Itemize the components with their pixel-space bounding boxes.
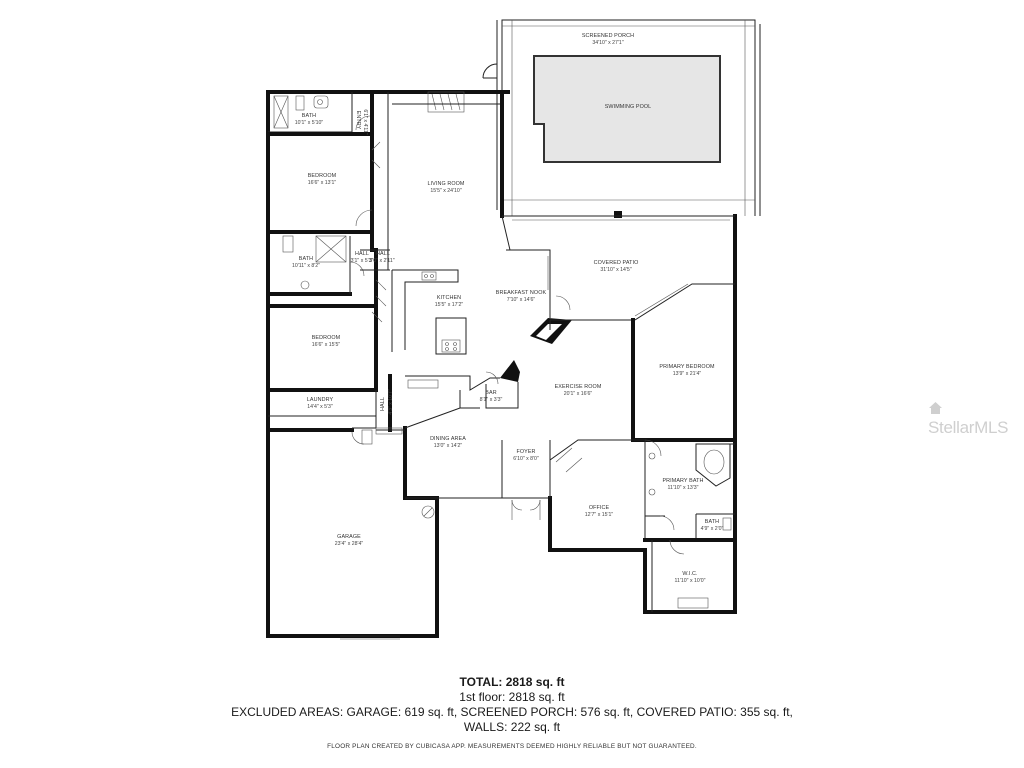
house-icon (929, 402, 942, 414)
label-bath-mid: BATH (299, 256, 313, 262)
room-labels: SCREENED PORCH 34'10" x 27'1" SWIMMING P… (292, 33, 724, 584)
dim-entry: 6'1" x 4'11" (362, 109, 368, 134)
dim-laundry: 14'4" x 5'3" (307, 404, 333, 410)
dim-living-room: 15'5" x 24'10" (430, 188, 461, 194)
patio-area (501, 215, 735, 321)
interior-walls (266, 90, 405, 445)
dim-bedroom-bottom: 16'6" x 15'5" (312, 342, 341, 348)
label-hall-c: HALL (380, 397, 386, 411)
label-laundry: LAUNDRY (307, 397, 334, 403)
dim-hall-b: 3'0" x 2'11" (369, 258, 394, 264)
label-covered-patio: COVERED PATIO (594, 260, 639, 266)
label-wic: W.I.C. (682, 571, 697, 577)
label-hall-a: HALL (355, 251, 369, 257)
summary-first-floor: 1st floor: 2818 sq. ft (459, 690, 565, 704)
label-hall-b: HALL (376, 251, 390, 257)
label-dining-area: DINING AREA (430, 436, 466, 442)
dim-primary-bedroom: 13'9" x 21'4" (673, 371, 702, 377)
dim-covered-patio: 31'10" x 14'5" (600, 267, 631, 273)
label-entry: ENTRY (355, 111, 361, 130)
dim-dining-area: 13'0" x 14'2" (434, 443, 463, 449)
summary-total: TOTAL: 2818 sq. ft (459, 675, 565, 689)
label-bar: BAR (485, 390, 496, 396)
dim-garage: 23'4" x 28'4" (335, 541, 364, 547)
label-office: OFFICE (589, 505, 610, 511)
summary-excluded-areas: EXCLUDED AREAS: GARAGE: 619 sq. ft, SCRE… (231, 705, 793, 719)
dim-bath-top: 10'1" x 5'10" (295, 120, 324, 126)
dim-exercise-room: 20'1" x 16'6" (564, 391, 593, 397)
label-primary-bath: PRIMARY BATH (662, 478, 703, 484)
dim-bedroom-top: 16'6" x 13'1" (308, 180, 337, 186)
watermark-text: StellarMLS (928, 418, 1009, 437)
screened-porch-area (482, 19, 761, 218)
label-living-room: LIVING ROOM (427, 181, 464, 187)
dim-breakfast-nook: 7'10" x 14'6" (507, 297, 536, 303)
disclaimer: FLOOR PLAN CREATED BY CUBICASA APP. MEAS… (327, 743, 697, 750)
center-rooms (404, 320, 645, 520)
watermark-logo: StellarMLS (928, 398, 1024, 438)
dim-hall-c: 4'3" x 10'7" (388, 389, 394, 415)
label-primary-bedroom: PRIMARY BEDROOM (659, 364, 715, 370)
label-foyer: FOYER (516, 449, 535, 455)
label-swimming-pool: SWIMMING POOL (605, 104, 652, 110)
dim-wic: 11'10" x 10'0" (675, 578, 706, 584)
swimming-pool (533, 55, 721, 163)
garage-area (340, 431, 435, 640)
floor-plan: SCREENED PORCH 34'10" x 27'1" SWIMMING P… (266, 19, 761, 640)
dim-primary-bath: 11'10" x 13'3" (668, 485, 699, 491)
label-kitchen: KITCHEN (437, 295, 461, 301)
label-bath-small: BATH (705, 519, 719, 525)
dim-screened-porch: 34'10" x 27'1" (592, 40, 623, 46)
label-bath-top: BATH (302, 113, 316, 119)
summary-walls: WALLS: 222 sq. ft (463, 720, 561, 734)
dim-hall-a: 3'1" x 5'3" (351, 258, 374, 264)
label-exercise-room: EXERCISE ROOM (555, 384, 602, 390)
dim-bar: 8'1" x 3'3" (480, 397, 503, 403)
kitchen-area (391, 91, 572, 409)
label-screened-porch: SCREENED PORCH (582, 33, 634, 39)
label-breakfast-nook: BREAKFAST NOOK (496, 290, 547, 296)
label-bedroom-bottom: BEDROOM (312, 335, 341, 341)
dim-kitchen: 15'5" x 17'2" (435, 302, 464, 308)
label-garage: GARAGE (337, 534, 361, 540)
primary-suite (631, 318, 737, 612)
label-bedroom-top: BEDROOM (308, 173, 337, 179)
dim-bath-small: 4'9" x 2'0" (701, 526, 724, 532)
dim-office: 12'7" x 15'1" (585, 512, 614, 518)
dim-bath-mid: 10'11" x 8'2" (292, 263, 320, 269)
dim-foyer: 6'10" x 8'0" (513, 456, 539, 462)
